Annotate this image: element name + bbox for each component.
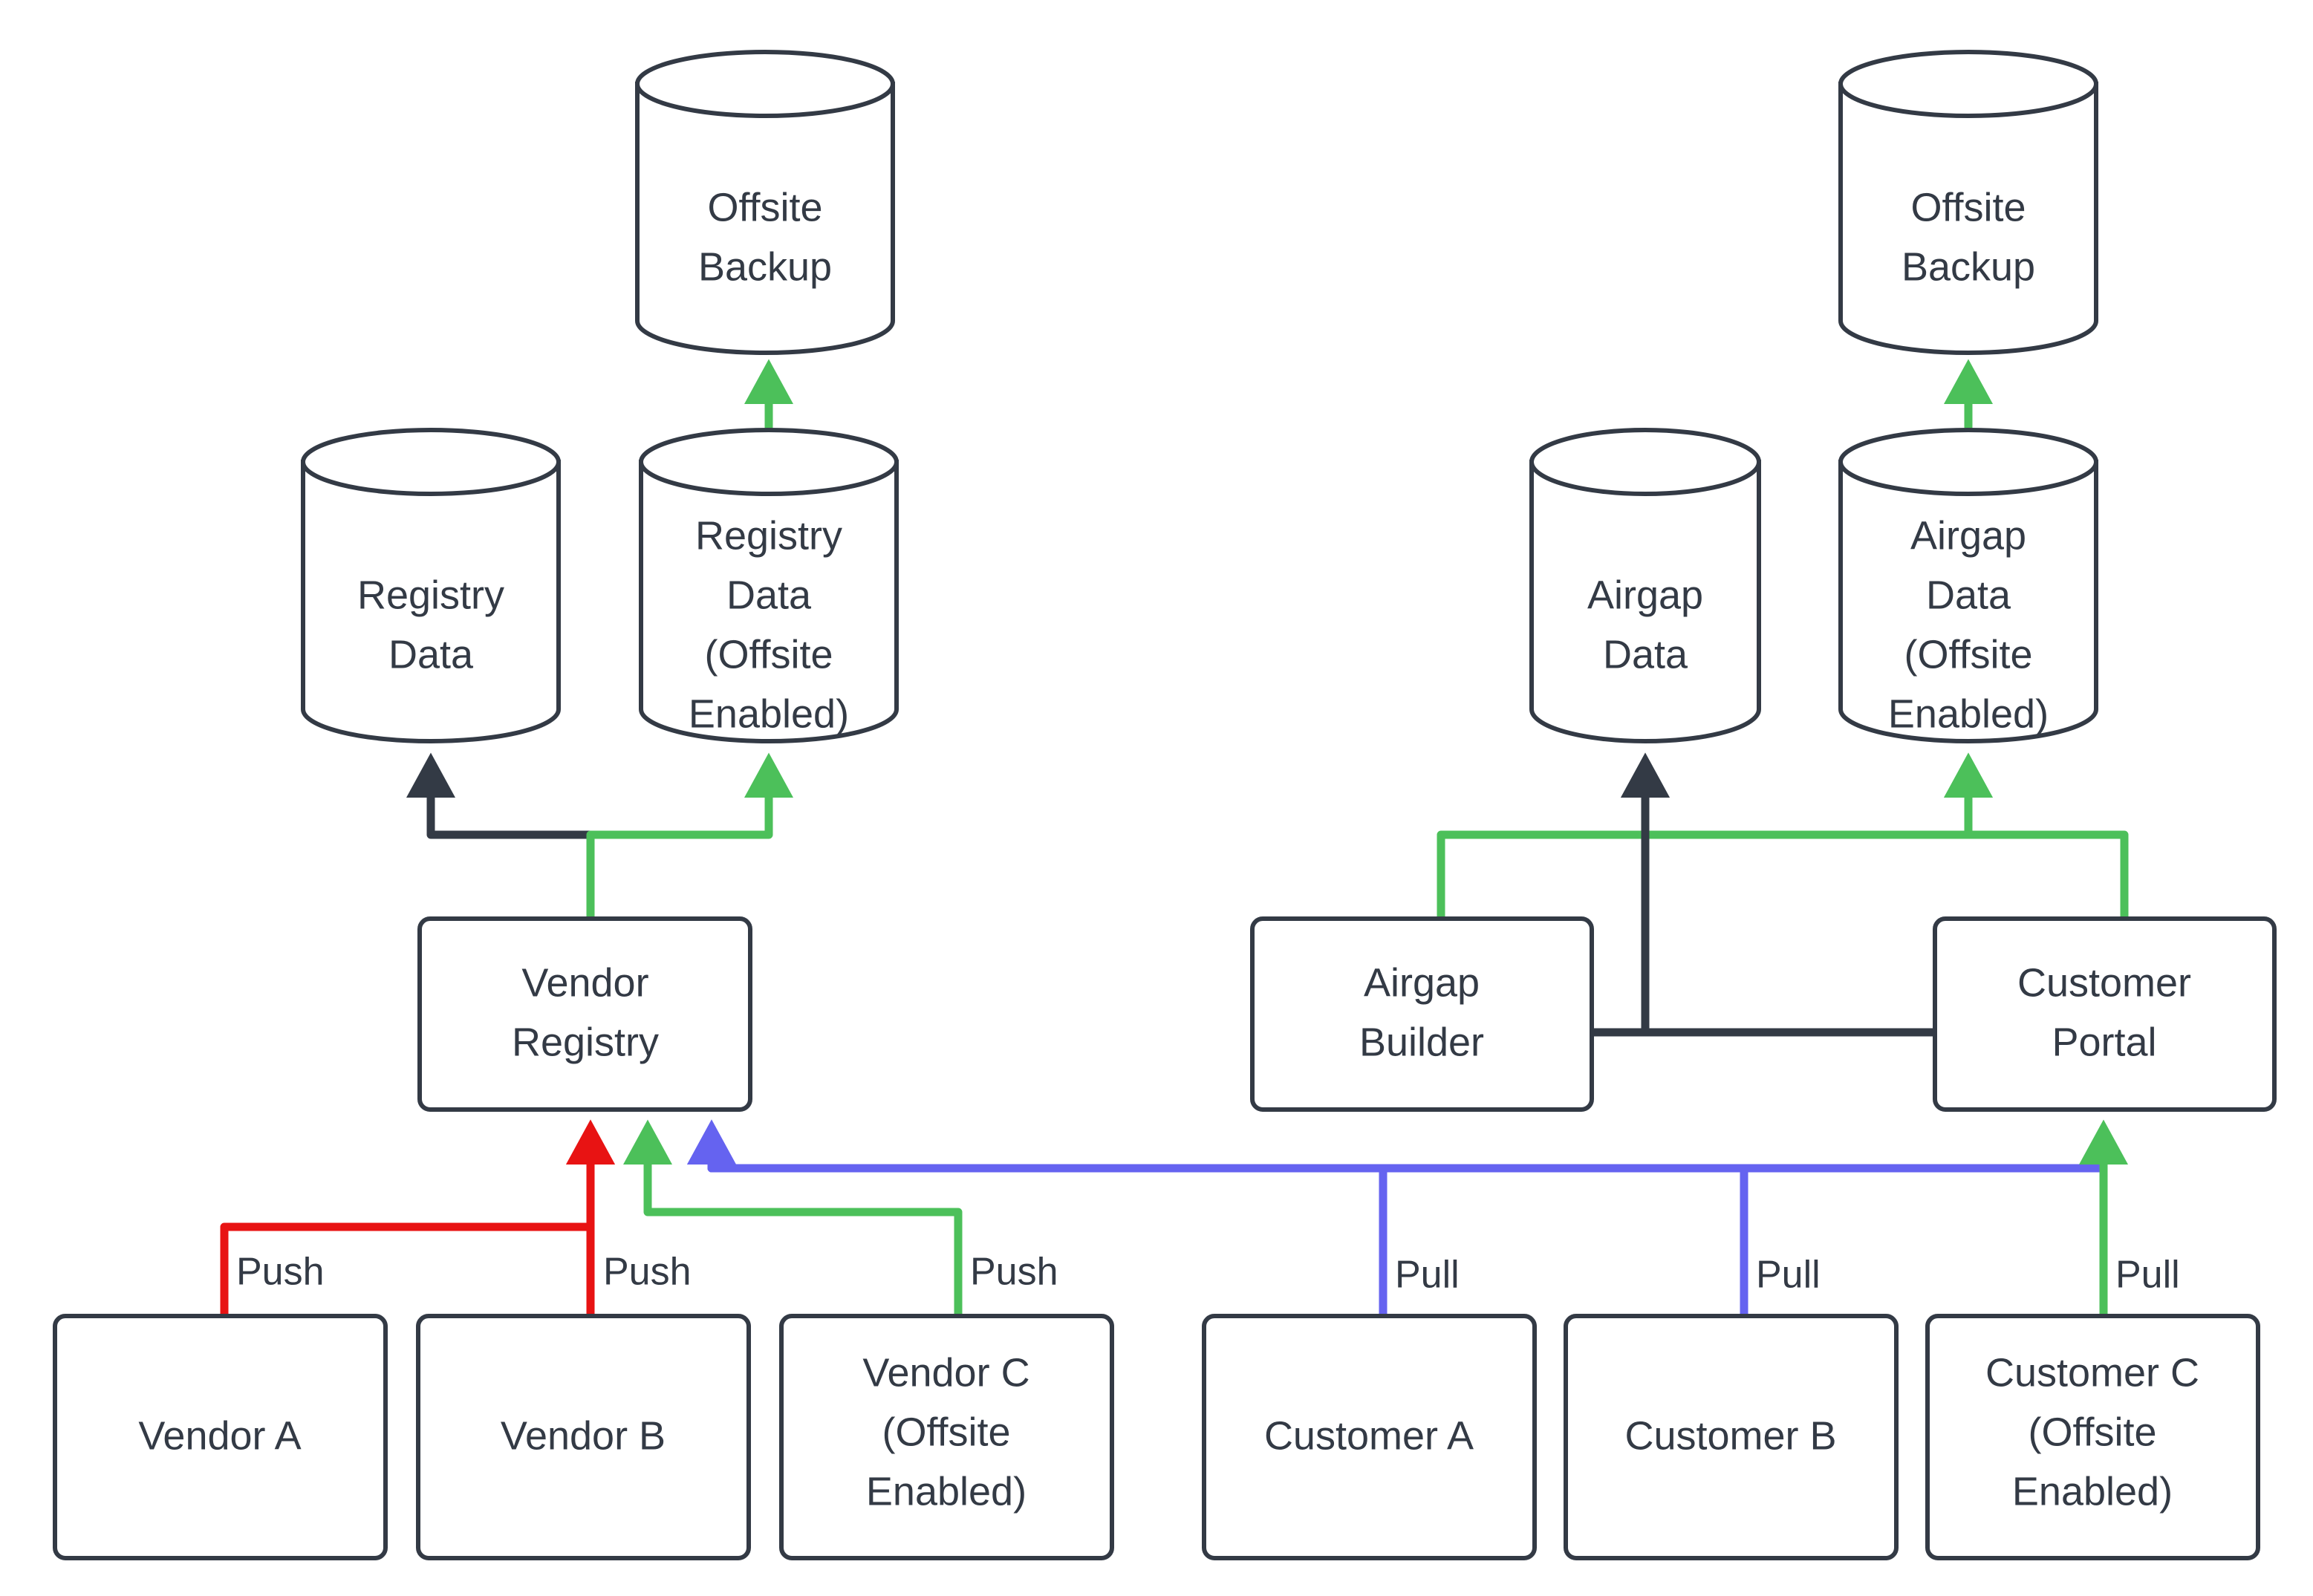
edge-customer-b-to-vendor-registry: [687, 1119, 1748, 1319]
node-airgap-builder[interactable]: Airgap Builder: [1250, 916, 1594, 1112]
node-label-vendor-registry-line1: Vendor: [521, 960, 648, 1005]
node-airgap-data-offsite[interactable]: Airgap Data (Offsite Enabled): [1838, 428, 2098, 743]
node-label-airgap-builder-line1: Airgap: [1364, 960, 1480, 1005]
node-label-airgap-data-line2: Data: [1603, 632, 1688, 677]
edge-airgap-builder-to-airgap-data-offsite: [1437, 752, 1993, 921]
node-offsite-backup-left[interactable]: Offsite Backup: [635, 50, 895, 355]
node-customer-c[interactable]: Customer C (Offsite Enabled): [1925, 1314, 2260, 1560]
node-label-airgap-data-offsite-line2: Data: [1926, 573, 2011, 617]
node-label-registry-data-line2: Data: [388, 632, 474, 677]
node-label-airgap-data-line1: Airgap: [1587, 573, 1703, 617]
edge-label-customer-a-pull: Pull: [1395, 1254, 1460, 1297]
edge-airgap-builder-to-airgap-data: [1587, 752, 1670, 1037]
node-label-airgap-builder-line2: Builder: [1359, 1020, 1484, 1064]
node-label-vendor-c-line2: (Offsite: [882, 1410, 1010, 1454]
node-airgap-data[interactable]: Airgap Data: [1529, 428, 1761, 743]
node-label-vendor-registry-line2: Registry: [512, 1020, 659, 1064]
node-vendor-c[interactable]: Vendor C (Offsite Enabled): [779, 1314, 1114, 1560]
edge-label-vendor-c-push: Push: [970, 1251, 1058, 1294]
node-label-customer-c-line1: Customer C: [1985, 1350, 2199, 1395]
node-registry-data-offsite[interactable]: Registry Data (Offsite Enabled): [639, 428, 899, 743]
node-label-registry-data-offsite-line2: Data: [726, 573, 812, 617]
node-label-customer-portal-line2: Portal: [2052, 1020, 2156, 1064]
edge-label-vendor-a-push: Push: [236, 1251, 325, 1294]
node-offsite-backup-right[interactable]: Offsite Backup: [1838, 50, 2098, 355]
node-label-customer-c-line3: Enabled): [2012, 1469, 2173, 1514]
node-label-vendor-c-line1: Vendor C: [862, 1350, 1029, 1395]
node-customer-a[interactable]: Customer A: [1202, 1314, 1537, 1560]
edge-customer-portal-to-airgap-data: [1621, 752, 1937, 1037]
node-label-offsite-backup-right-line1: Offsite: [1910, 185, 2026, 229]
node-label-airgap-data-offsite-line3: (Offsite: [1904, 632, 2032, 677]
edge-label-vendor-b-push: Push: [603, 1251, 692, 1294]
node-vendor-b[interactable]: Vendor B: [416, 1314, 751, 1560]
node-label-customer-portal-line1: Customer: [2017, 960, 2191, 1005]
node-label-customer-b: Customer B: [1624, 1413, 1836, 1458]
node-customer-portal[interactable]: Customer Portal: [1933, 916, 2277, 1112]
node-label-vendor-a: Vendor A: [138, 1413, 301, 1458]
edge-customer-portal-to-airgap-data-offsite: [1944, 752, 2129, 921]
edge-label-customer-c-pull: Pull: [2115, 1254, 2180, 1297]
node-label-vendor-c-line3: Enabled): [866, 1469, 1027, 1514]
node-label-customer-c-line2: (Offsite: [2028, 1410, 2156, 1454]
node-registry-data[interactable]: Registry Data: [301, 428, 561, 743]
node-label-vendor-b: Vendor B: [501, 1413, 666, 1458]
node-label-registry-data-line1: Registry: [357, 573, 504, 617]
node-label-offsite-backup-left-line2: Backup: [698, 244, 832, 289]
edge-vendor-c-to-vendor-registry: [623, 1119, 963, 1319]
node-label-registry-data-offsite-line1: Registry: [695, 513, 842, 558]
node-vendor-registry[interactable]: Vendor Registry: [417, 916, 752, 1112]
node-label-offsite-backup-left-line1: Offsite: [707, 185, 822, 229]
node-label-registry-data-offsite-line4: Enabled): [689, 691, 849, 736]
node-label-offsite-backup-right-line2: Backup: [1902, 244, 2035, 289]
node-label-customer-a: Customer A: [1264, 1413, 1474, 1458]
node-label-airgap-data-offsite-line1: Airgap: [1910, 513, 2026, 558]
edge-label-customer-b-pull: Pull: [1756, 1254, 1821, 1297]
node-customer-b[interactable]: Customer B: [1564, 1314, 1899, 1560]
edge-vendor-registry-to-registry-data: [406, 752, 595, 921]
node-label-registry-data-offsite-line3: (Offsite: [704, 632, 833, 677]
node-label-airgap-data-offsite-line4: Enabled): [1888, 691, 2049, 736]
node-vendor-a[interactable]: Vendor A: [53, 1314, 388, 1560]
edge-vendor-registry-to-registry-data-offsite: [586, 752, 793, 921]
